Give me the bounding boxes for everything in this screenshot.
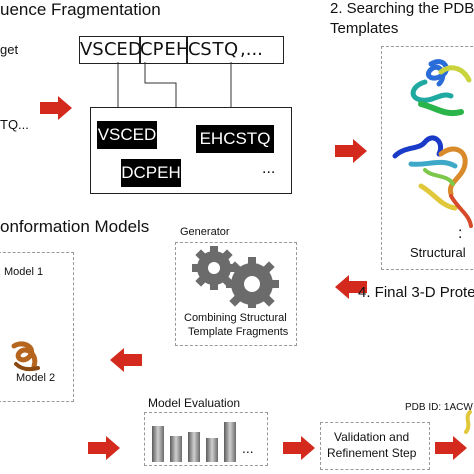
amino-acid-sequence: V S C E D C P E H C S T Q ,... xyxy=(80,37,263,61)
protein-template-ribbons xyxy=(392,59,473,228)
target-sequence-label: TQ... xyxy=(0,117,29,132)
pdb-id-label: PDB ID: 1ACW xyxy=(405,402,473,413)
arrow-models-to-evaluation xyxy=(88,436,120,460)
residue-7: P xyxy=(152,38,164,60)
residue-11: S xyxy=(200,38,212,60)
models-panel xyxy=(0,252,74,402)
fragment-1: VSCED xyxy=(97,121,157,149)
fragment-ellipsis: ... xyxy=(262,160,276,177)
model2-ribbon-icon xyxy=(11,341,40,372)
generator-caption-line2: Template Fragments xyxy=(188,326,289,338)
residue-10: C xyxy=(188,38,201,60)
gears-icon xyxy=(192,246,279,308)
residue-4: E xyxy=(116,38,128,60)
residue-1: V xyxy=(80,38,93,60)
residue-9: H xyxy=(176,38,190,60)
model1-label: Model 1 xyxy=(4,266,44,278)
generator-label: Generator xyxy=(180,226,230,238)
fragment-2: EHCSTQ xyxy=(196,125,274,153)
arrow-refinement-to-final xyxy=(435,436,467,460)
evaluation-label: Model Evaluation xyxy=(148,396,241,410)
arrow-generator-to-models xyxy=(110,348,142,372)
final-protein-ribbon xyxy=(464,410,472,434)
residue-6: C xyxy=(140,38,153,60)
refinement-panel xyxy=(320,422,430,470)
template-panel xyxy=(381,46,474,270)
sequence-box-2 xyxy=(139,36,188,64)
generator-caption-line1: Combining Structural xyxy=(184,312,287,324)
sequence-box-1 xyxy=(79,36,141,64)
residue-8: E xyxy=(164,38,176,60)
sequence-ellipsis: ,... xyxy=(240,38,263,60)
step4-title: 4. Final 3-D Prote xyxy=(358,284,474,301)
residue-5: D xyxy=(128,38,142,60)
residue-13: Q xyxy=(224,38,239,60)
arrow-fragments-to-pdb xyxy=(335,139,367,163)
evaluation-ellipsis: ... xyxy=(242,440,254,456)
evaluation-bars-icon xyxy=(152,422,236,462)
residue-3: C xyxy=(104,38,117,60)
residue-2: S xyxy=(92,38,104,60)
model2-label: Model 2 xyxy=(16,372,56,384)
structural-label: Structural xyxy=(410,245,466,260)
sequence-box-3 xyxy=(186,36,284,64)
refinement-line1: Validation and xyxy=(334,430,410,444)
residue-12: T xyxy=(212,38,224,60)
target-label: get xyxy=(0,42,19,57)
template-ellipsis: : xyxy=(458,225,463,242)
refinement-line2: Refinement Step xyxy=(327,446,417,460)
arrow-evaluation-to-refinement xyxy=(283,436,315,460)
step2-title-line2: Templates xyxy=(330,20,399,37)
fragment-3: DCPEH xyxy=(121,159,181,187)
step2-title-line1: 2. Searching the PDB xyxy=(330,0,474,17)
arrow-pdb-to-generator xyxy=(335,275,367,299)
step3-title: onformation Models xyxy=(0,217,150,236)
arrow-target-to-fragments xyxy=(40,96,72,120)
step1-title: uence Fragmentation xyxy=(0,0,161,19)
